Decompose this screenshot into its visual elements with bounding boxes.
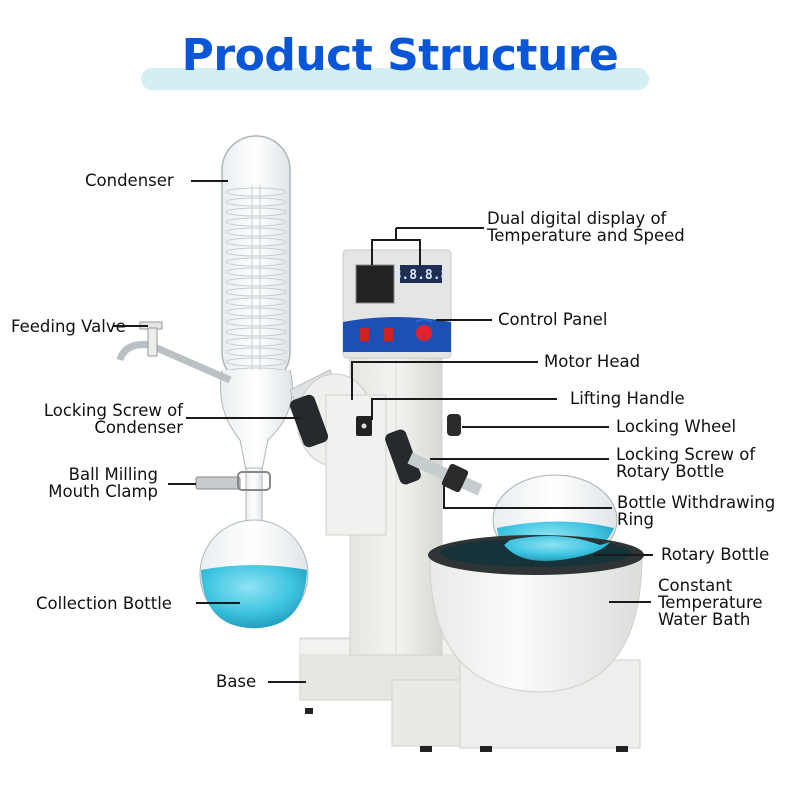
- feeding-valve: [116, 321, 232, 384]
- leader-lines: [113, 180, 653, 683]
- label-lifting-handle: Lifting Handle: [570, 389, 685, 408]
- label-locking-screw-condenser: Locking Screw of Condenser: [43, 401, 183, 437]
- label-rotary-bottle: Rotary Bottle: [661, 545, 770, 564]
- label-dual-digital-display: Dual digital display of Temperature and …: [487, 209, 685, 245]
- label-feeding-valve: Feeding Valve: [11, 317, 126, 336]
- svg-text:8.8.8.8: 8.8.8.8: [394, 268, 449, 283]
- label-control-panel: Control Panel: [498, 310, 608, 329]
- label-collection-bottle: Collection Bottle: [36, 594, 172, 613]
- label-condenser: Condenser: [85, 171, 174, 190]
- condenser: [219, 135, 293, 471]
- label-locking-screw-rotary-bottle: Locking Screw of Rotary Bottle: [616, 445, 756, 481]
- label-ball-milling-mouth-clamp: Ball Milling Mouth Clamp: [48, 465, 158, 501]
- locking-screw-condenser-ring: [289, 394, 329, 448]
- title-highlight-band: [141, 68, 649, 90]
- collection-bottle: [195, 467, 309, 629]
- control-panel: 8.8.8.8: [342, 249, 452, 359]
- label-constant-temperature-water-bath: Constant Temperature Water Bath: [658, 576, 763, 629]
- page-title: Product Structure: [181, 30, 619, 81]
- locking-wheel: [447, 414, 461, 436]
- water-bath: [428, 535, 644, 693]
- label-motor-head: Motor Head: [544, 352, 641, 371]
- rotor-ring: [385, 429, 421, 485]
- label-locking-wheel: Locking Wheel: [616, 417, 737, 436]
- label-base: Base: [216, 672, 257, 691]
- motor-head: [289, 369, 421, 536]
- label-bottle-withdrawing-ring: Bottle Withdrawing Ring: [617, 493, 776, 529]
- base: [299, 637, 641, 752]
